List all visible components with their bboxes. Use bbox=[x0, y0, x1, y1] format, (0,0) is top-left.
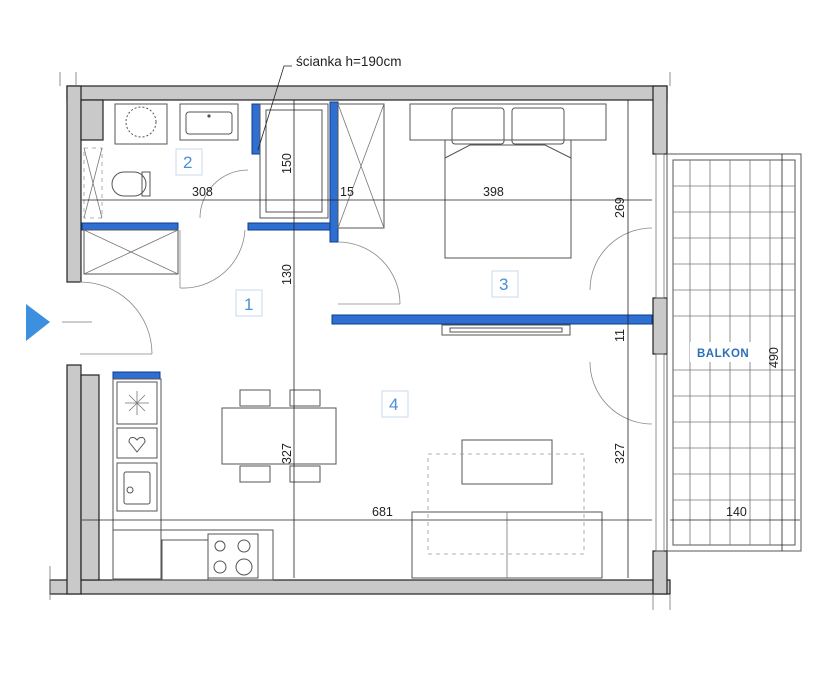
sofa-icon bbox=[411, 439, 603, 579]
dishwasher-icon bbox=[116, 427, 158, 459]
balcony-label: BALKON bbox=[697, 348, 749, 360]
dim-15: 15 bbox=[340, 185, 354, 199]
partition-walls bbox=[81, 101, 653, 380]
radiator-icon bbox=[441, 324, 571, 336]
room-label-1: 1 bbox=[244, 295, 253, 314]
toilet-icon bbox=[111, 171, 151, 197]
dim-327-left: 327 bbox=[280, 443, 294, 464]
dim-11: 11 bbox=[613, 329, 627, 342]
dim-150: 150 bbox=[280, 153, 294, 174]
balcony bbox=[655, 153, 802, 552]
room-label-2-frame bbox=[175, 148, 203, 176]
dim-308: 308 bbox=[192, 185, 213, 199]
room-label-4: 4 bbox=[389, 395, 398, 414]
snowflake-icon bbox=[116, 381, 158, 425]
cooktop-icon bbox=[207, 533, 259, 579]
bed-icon bbox=[409, 103, 607, 259]
kitchen-sink-icon bbox=[116, 462, 158, 512]
door-swings bbox=[79, 169, 653, 425]
hall-cabinet bbox=[337, 103, 385, 229]
room-label-3-frame bbox=[491, 270, 519, 298]
dining-set bbox=[221, 389, 337, 483]
dim-398: 398 bbox=[483, 185, 504, 199]
bathroom-fixtures bbox=[83, 103, 239, 275]
shower-icon bbox=[83, 229, 179, 275]
dim-130: 130 bbox=[280, 264, 294, 285]
partition-height-note: ścianka h=190cm bbox=[296, 54, 401, 69]
entrance-arrow-icon bbox=[26, 304, 50, 341]
dim-140: 140 bbox=[726, 505, 747, 519]
kitchen-fixtures bbox=[112, 378, 274, 581]
dim-269: 269 bbox=[613, 197, 627, 218]
washing-machine-icon bbox=[114, 103, 168, 145]
room-label-2: 2 bbox=[183, 153, 192, 172]
room-label-1-frame bbox=[235, 289, 263, 317]
room-label-4-frame bbox=[381, 390, 409, 418]
bathroom-sink-icon bbox=[179, 103, 239, 141]
room-label-3: 3 bbox=[499, 275, 508, 294]
dimension-lines bbox=[82, 65, 800, 578]
dim-490: 490 bbox=[767, 347, 781, 368]
exterior-walls bbox=[49, 85, 671, 595]
dim-681: 681 bbox=[372, 505, 393, 519]
dim-327-right: 327 bbox=[613, 443, 627, 464]
outer-lines bbox=[49, 72, 671, 610]
